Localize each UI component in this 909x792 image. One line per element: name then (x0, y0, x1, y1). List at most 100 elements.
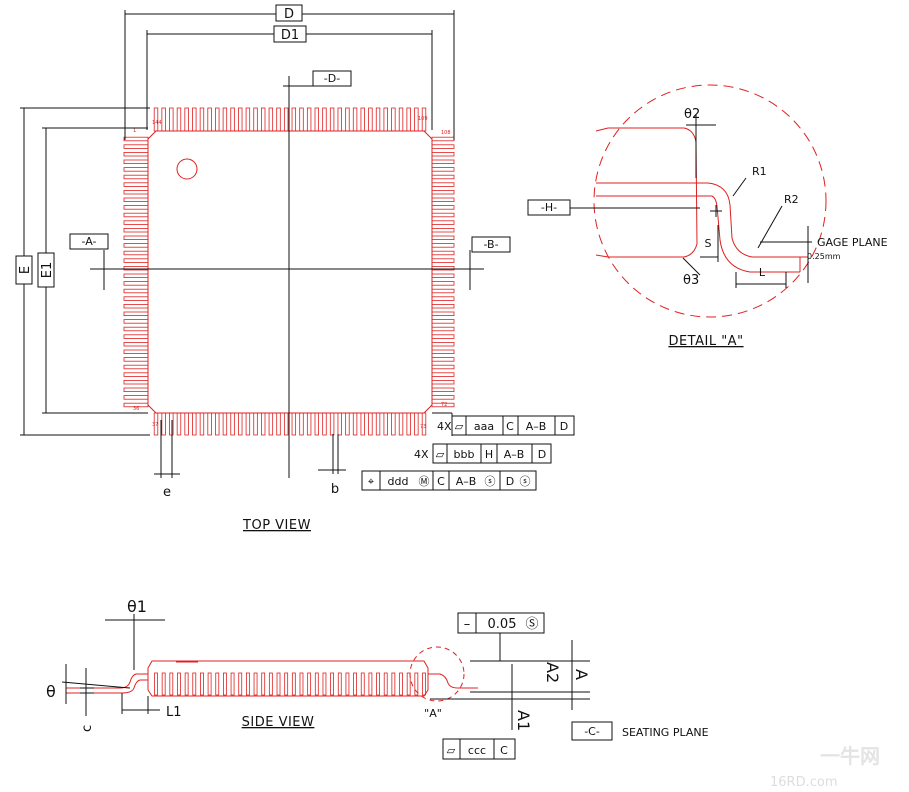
lead (192, 672, 197, 696)
lead (253, 412, 258, 436)
lead (123, 303, 149, 309)
lead (360, 672, 365, 696)
lead (431, 235, 455, 240)
dimension-D1: D1 (146, 25, 433, 130)
lead (431, 220, 455, 225)
lead (291, 107, 297, 132)
lead (177, 672, 181, 696)
detail-S-label: S (705, 237, 712, 250)
svg-text:D1: D1 (281, 28, 299, 43)
dimension-E: E (15, 107, 150, 436)
lead (230, 672, 235, 696)
lead (299, 107, 304, 132)
lead (222, 107, 228, 132)
svg-text:ddd: ddd (388, 475, 409, 488)
lead (192, 412, 197, 436)
detail-theta2-label: θ2 (684, 107, 700, 122)
dimension-e: e (154, 420, 180, 500)
lead (238, 672, 243, 696)
lead (123, 144, 149, 149)
lead (431, 387, 455, 392)
svg-text:⌖: ⌖ (368, 475, 374, 488)
side-datum-C: -C- (584, 725, 600, 738)
pin-label-108: 108 (441, 130, 451, 136)
lead (431, 281, 455, 286)
lead (383, 672, 388, 696)
leads-right (431, 136, 455, 408)
lead (414, 107, 419, 132)
lead (314, 107, 319, 132)
side-c-label: c (80, 725, 95, 732)
lead (260, 107, 266, 132)
detail-L-label: L (759, 266, 766, 279)
lead (431, 205, 455, 210)
svg-text:A–B: A–B (504, 448, 525, 461)
lead (123, 167, 149, 172)
lead (123, 136, 149, 142)
lead (306, 412, 312, 436)
lead (431, 212, 455, 218)
lead (199, 107, 205, 132)
lead (184, 672, 189, 696)
lead (123, 243, 149, 248)
lead (123, 227, 149, 233)
lead (431, 159, 455, 164)
lead (153, 412, 159, 436)
lead (360, 107, 365, 132)
lead (200, 672, 204, 696)
lead (245, 412, 251, 436)
lead (431, 265, 455, 271)
leads-bottom (153, 412, 427, 436)
lead (431, 326, 455, 332)
lead (184, 412, 189, 436)
lead (207, 672, 212, 696)
detail-a-callout: "A" (424, 707, 442, 720)
pin-label-72: 72 (441, 402, 447, 408)
svg-text:C: C (437, 475, 445, 488)
detail-a-view: θ2 θ3 R1 R2 -H- S L GAGE PLANE 0.25mm (527, 84, 888, 318)
lead (431, 136, 455, 142)
lead (222, 412, 228, 436)
pin-label-109: 109 (418, 116, 428, 122)
svg-text:e: e (163, 485, 171, 500)
lead (261, 672, 266, 696)
lead (431, 288, 455, 294)
side-theta-label: θ (46, 682, 56, 701)
lead (431, 372, 455, 377)
lead (276, 412, 281, 436)
lead (215, 412, 220, 436)
leads-top (153, 107, 427, 132)
svg-text:D: D (560, 420, 568, 433)
svg-text:⏥: ⏥ (447, 744, 456, 757)
lead (283, 412, 289, 436)
lead (230, 107, 235, 132)
lead (431, 357, 455, 362)
svg-text:D: D (506, 475, 514, 488)
lead (245, 672, 250, 696)
lead (123, 387, 149, 392)
lead (376, 672, 380, 696)
lead (253, 672, 258, 696)
pin-1-marker (176, 158, 198, 180)
pin-label-144: 144 (152, 120, 162, 126)
lead (169, 107, 174, 132)
lead (245, 107, 251, 132)
lead (123, 258, 149, 263)
side-L1-label: L1 (166, 705, 182, 720)
side-view-title: SIDE VIEW (242, 715, 315, 730)
lead (123, 288, 149, 294)
lead (329, 412, 335, 436)
lead (123, 281, 149, 286)
lead (431, 334, 455, 339)
lead (215, 107, 220, 132)
lead (322, 107, 327, 132)
lead (299, 412, 304, 436)
gage-plane-value: 0.25mm (807, 252, 841, 261)
watermark-logo: 一牛网 (820, 744, 880, 768)
lead (123, 235, 149, 240)
lead (123, 357, 149, 362)
lead (314, 672, 319, 696)
lead (153, 107, 159, 132)
svg-text:-A-: -A- (82, 235, 97, 248)
side-view: "A" θ1 θ c L1 – 0.05 Ⓢ A2 A A1 (46, 597, 709, 760)
